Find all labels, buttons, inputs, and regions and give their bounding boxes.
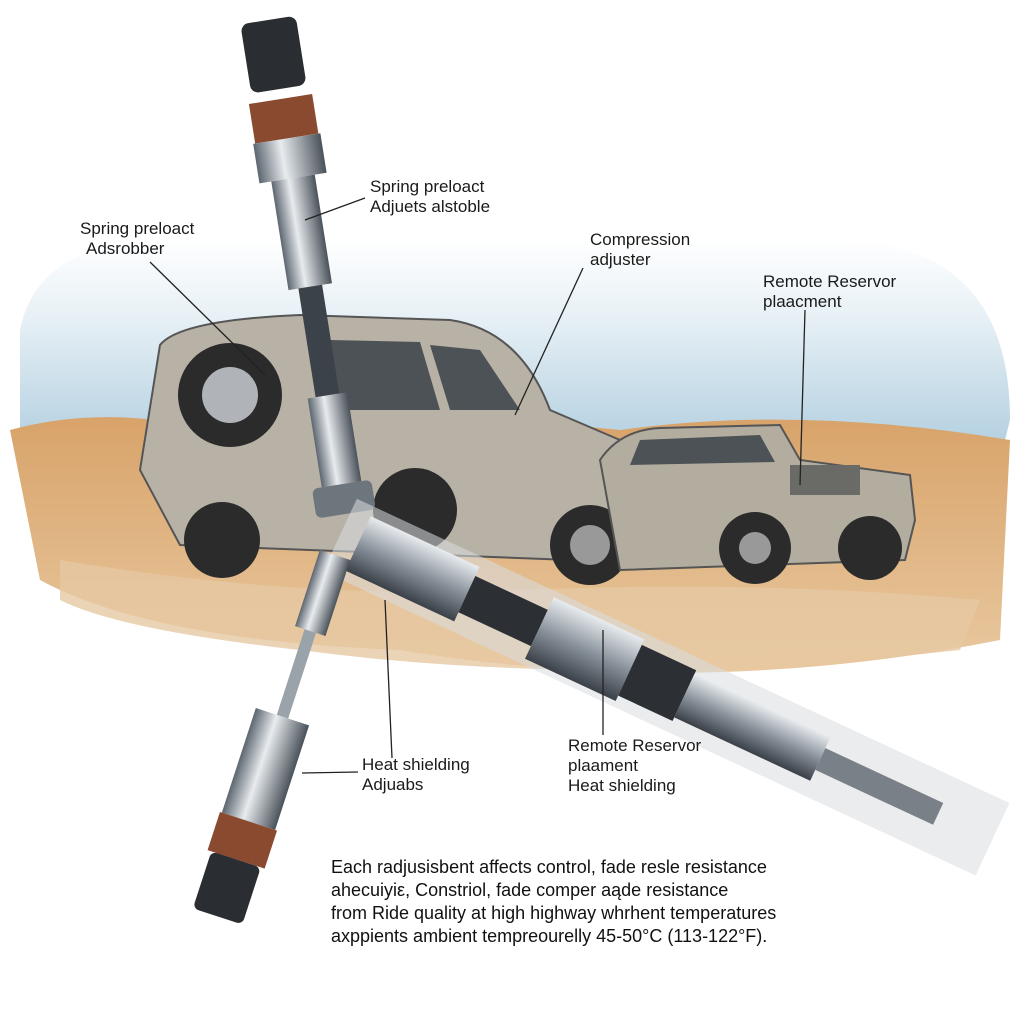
label-compression-adjuster: Compression adjuster (590, 230, 690, 270)
shock-absorber-diagonal (194, 550, 351, 923)
label-remote-reservoir-center: Remote Reservor plaament Heat shielding (568, 736, 701, 796)
label-line: Spring preloact (80, 219, 195, 238)
label-line: Compression (590, 230, 691, 249)
caption-line: from Ride quality at high highway whrhen… (331, 903, 777, 923)
caption-line: Each radjusisbent affects control, fade … (331, 857, 767, 877)
label-heat-shielding: Heat shielding Adjuabs (362, 755, 470, 795)
label-line: Adjuabs (362, 775, 424, 794)
label-line: Remote Reservor (568, 736, 702, 755)
shock-absorber-horizontal (323, 498, 1010, 876)
label-line: Heat shielding (362, 755, 470, 774)
label-spring-preload-left: Spring preloact Adsrobber (80, 219, 194, 259)
suv-rear (138, 313, 632, 585)
leader-lines (149, 197, 806, 774)
caption-line: axppients ambient tempreourelly 45-50°C … (331, 926, 768, 946)
label-remote-reservoir-right: Remote Reservor plaacment (763, 272, 896, 312)
label-line: Remote Reservor (763, 272, 897, 291)
caption-paragraph: Each radjusisbent affects control, fade … (331, 856, 776, 948)
label-line: Adsrobber (86, 239, 165, 258)
label-line: adjuster (590, 250, 651, 269)
label-spring-preload-top: Spring preloact Adjuets alstoble (370, 177, 490, 217)
label-line: Heat shielding (568, 776, 676, 795)
label-line: plaament (568, 756, 638, 775)
label-line: Spring preloact (370, 177, 485, 196)
label-line: Adjuets alstoble (370, 197, 491, 216)
shock-absorber-vertical (241, 16, 375, 518)
caption-line: ahecuiyiε, Constriol, fade comper aąde r… (331, 880, 729, 900)
suv-front (598, 423, 917, 584)
label-line: plaacment (763, 292, 842, 311)
